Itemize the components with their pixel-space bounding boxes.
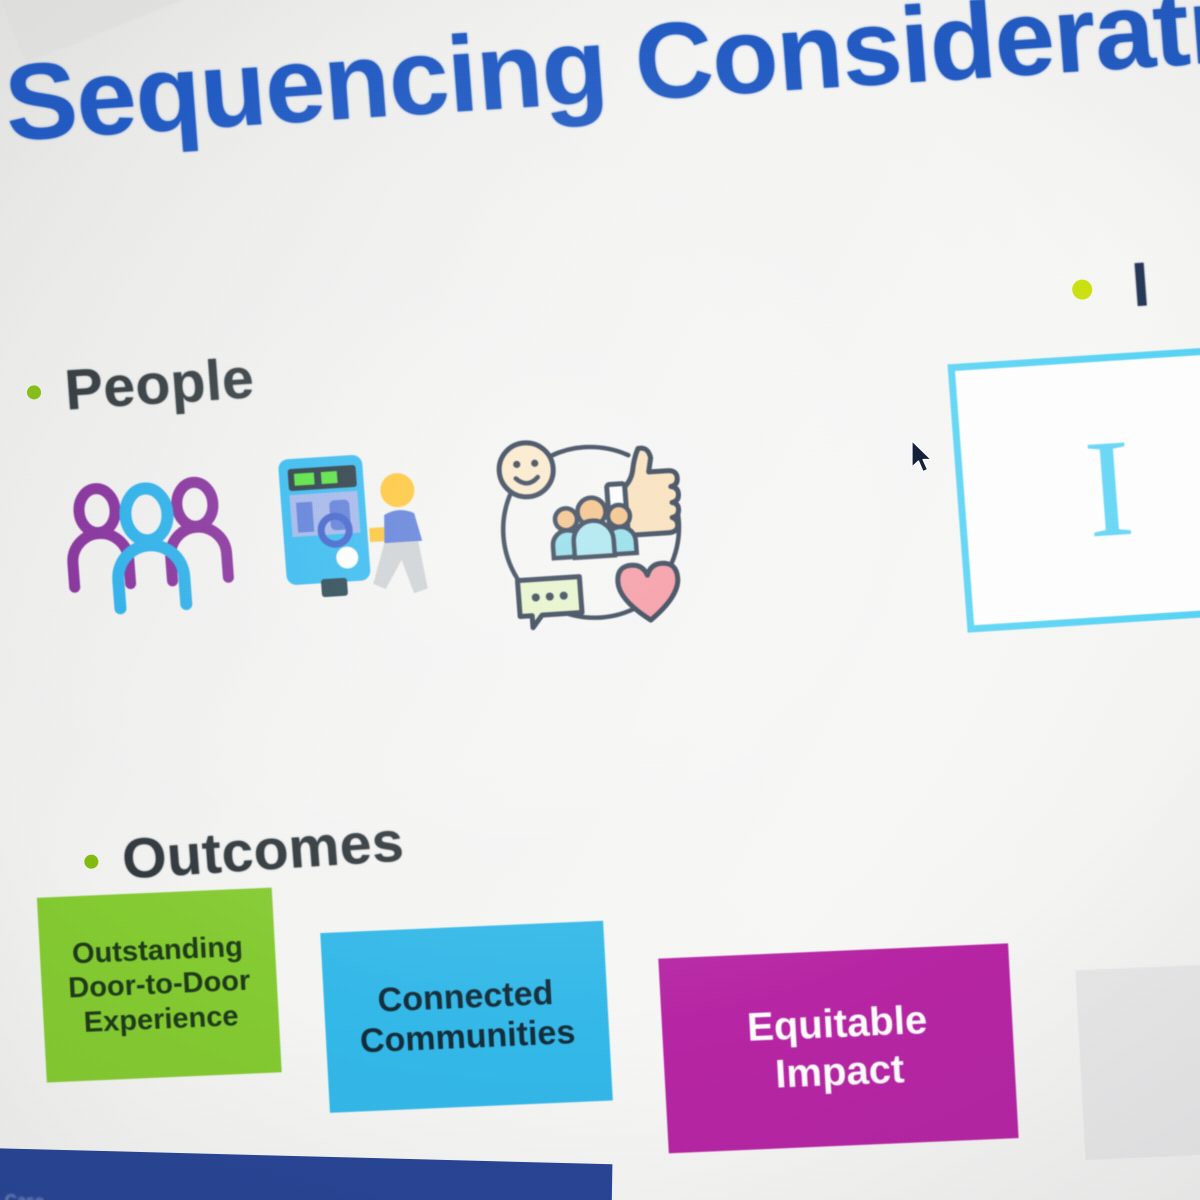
outcome-chip-partial-gray[interactable]: T E: [1075, 957, 1200, 1161]
bullet-people: People: [25, 345, 257, 425]
page-title: Sequencing Consideratio: [0, 0, 1200, 164]
bullet-dot-lime-icon: [1071, 278, 1093, 300]
image-placeholder-glyph: I: [1080, 409, 1139, 568]
outcome-chip-label: Connected Communities: [358, 973, 577, 1061]
bus-rider-icon: [267, 441, 459, 622]
slide-footer-band: Business Case: [0, 1138, 613, 1200]
bullet-outcomes: Outcomes: [82, 809, 406, 895]
bullet-right-partial-label: I: [1129, 250, 1153, 321]
bullet-dot-icon: [26, 384, 42, 400]
outcome-chip-outstanding-door-to-door-experience[interactable]: Outstanding Door-to-Door Experience: [36, 887, 282, 1083]
people-group-icon: [59, 469, 239, 620]
bullet-right-partial: I: [1070, 249, 1153, 325]
outcome-chip-equitable-impact[interactable]: Equitable Impact: [658, 943, 1019, 1154]
outcome-chip-label: Equitable Impact: [745, 998, 929, 1097]
image-placeholder-box[interactable]: I: [947, 344, 1200, 633]
outcome-chip-connected-communities[interactable]: Connected Communities: [320, 920, 613, 1113]
community-engagement-icon: [476, 417, 707, 645]
bullet-people-label: People: [62, 346, 257, 423]
footer-band-text: Business Case: [0, 1191, 45, 1200]
bullet-dot-icon: [83, 854, 99, 870]
outcome-chip-label: Outstanding Door-to-Door Experience: [67, 931, 252, 1039]
bullet-outcomes-label: Outcomes: [119, 809, 407, 892]
people-icon-strip: [57, 410, 812, 677]
